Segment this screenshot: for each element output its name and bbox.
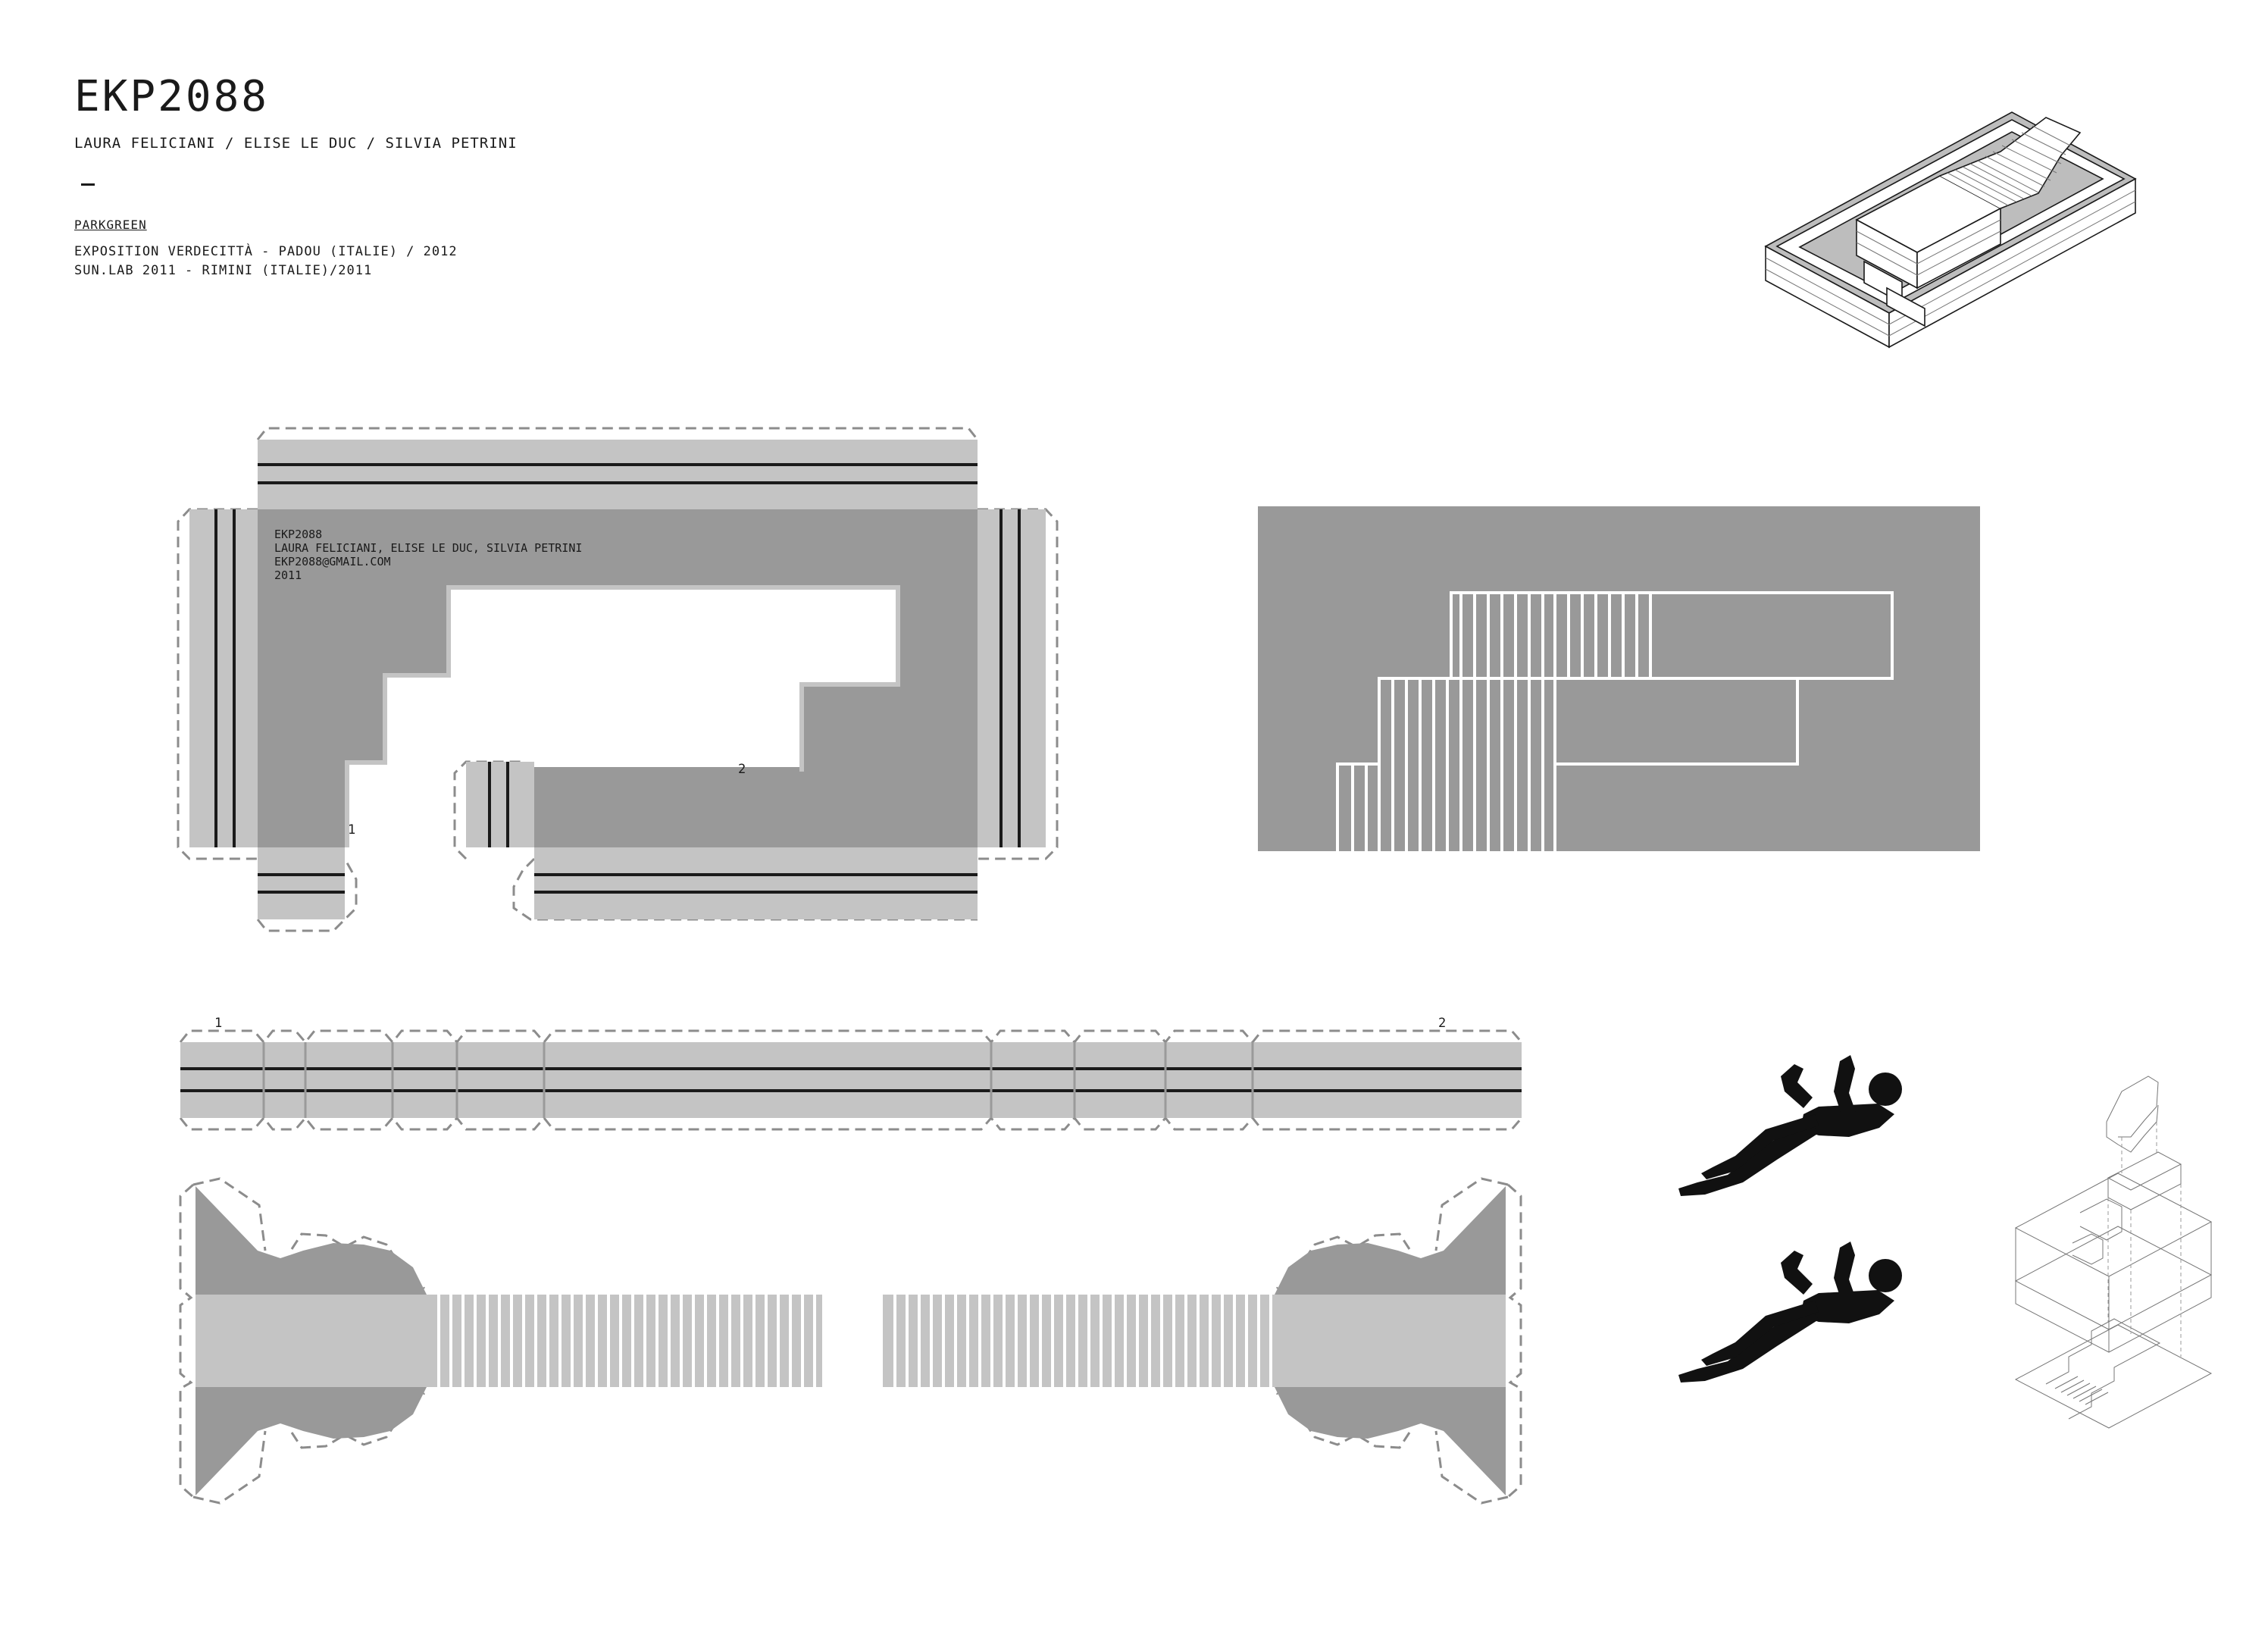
net-label-line: EKP2088@GMAIL.COM: [274, 555, 391, 568]
long-strip: 1 2: [179, 1016, 1523, 1131]
page-title: EKP2088: [74, 72, 270, 121]
strip-folds: [262, 1042, 1254, 1118]
marker-two: 2: [1438, 1016, 1446, 1031]
slat-band: [883, 1295, 1275, 1387]
person-silhouette-1: [1678, 1055, 1902, 1196]
exploded-axonometric: [2014, 1076, 2213, 1429]
net-label-line: EKP2088: [274, 528, 322, 541]
header-dash: [81, 183, 95, 186]
marker-one: 1: [348, 822, 355, 838]
bottom-left-slats: [427, 1295, 822, 1387]
net-label: EKP2088 LAURA FELICIANI, ELISE LE DUC, S…: [274, 528, 582, 582]
plan-stair-lines: [1351, 593, 1652, 851]
bottom-right-slats: [883, 1295, 1275, 1387]
bottom-net: [179, 1177, 1522, 1505]
net-label-line: LAURA FELICIANI, ELISE LE DUC, SILVIA PE…: [274, 541, 582, 555]
plan-view: [1258, 506, 1980, 851]
exhibition-line: SUN.LAB 2011 - RIMINI (ITALIE)/2011: [74, 263, 373, 278]
net-label-line: 2011: [274, 568, 302, 582]
marker-two: 2: [738, 762, 746, 777]
exhibition-line: EXPOSITION VERDECITTÀ - PADOU (ITALIE) /…: [74, 244, 458, 259]
person-silhouette-2: [1678, 1242, 1902, 1383]
authors-line: LAURA FELICIANI / ELISE LE DUC / SILVIA …: [74, 135, 518, 152]
exhibitions: EXPOSITION VERDECITTÀ - PADOU (ITALIE) /…: [74, 243, 518, 280]
unfolded-net: EKP2088 LAURA FELICIANI, ELISE LE DUC, S…: [177, 427, 1059, 932]
axo-stair-lines: [2054, 1376, 2109, 1405]
isometric-model: [1764, 111, 2137, 349]
axo-projection-lines: [2107, 1122, 2182, 1357]
marker-one: 1: [214, 1016, 222, 1031]
project-name: PARKGREEN: [74, 218, 147, 232]
iso-slats: [1947, 125, 2071, 206]
slat-band: [427, 1295, 822, 1387]
header: EKP2088 LAURA FELICIANI / ELISE LE DUC /…: [74, 76, 518, 280]
